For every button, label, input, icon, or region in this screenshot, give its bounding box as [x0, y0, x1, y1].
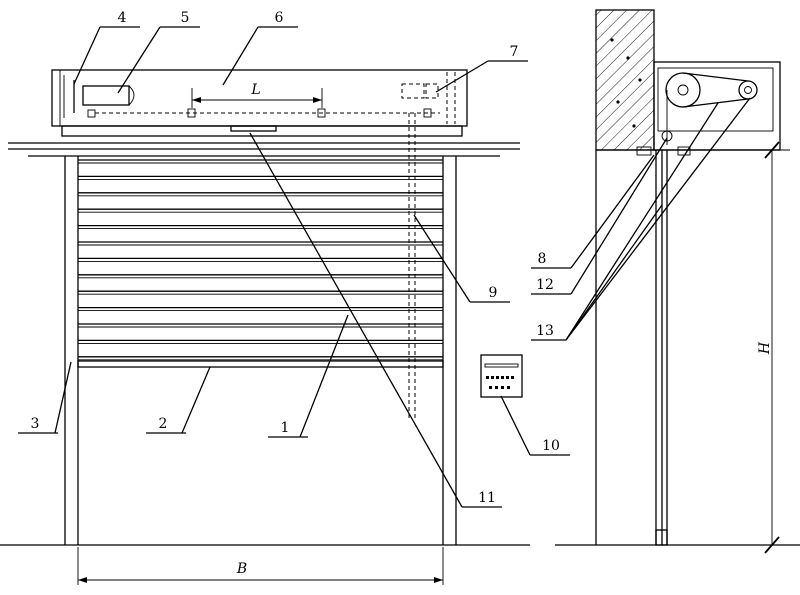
callout-11: 11 — [478, 490, 496, 506]
callout-6: 6 — [275, 10, 284, 26]
dimension-h: H — [692, 141, 790, 554]
callout-9: 9 — [489, 285, 498, 301]
callout-5: 5 — [181, 10, 190, 26]
dimension-b: B — [77, 547, 444, 585]
leader-lines — [18, 26, 751, 508]
drive-pulleys — [661, 72, 758, 145]
dim-l-label: L — [250, 82, 260, 98]
concrete-wall-hatch — [595, 9, 655, 151]
dim-h-label: H — [757, 341, 773, 355]
callout-labels: 3 2 1 4 5 6 7 8 9 10 11 12 13 — [31, 10, 560, 506]
chain — [408, 113, 416, 420]
curtain-slats — [77, 159, 444, 368]
callout-7: 7 — [510, 44, 519, 60]
dim-b-label: B — [236, 561, 247, 577]
callout-3: 3 — [31, 416, 40, 432]
callout-2: 2 — [159, 416, 168, 432]
control-box-icon — [480, 354, 523, 398]
dimension-l: L — [191, 82, 323, 108]
callout-13: 13 — [536, 323, 554, 339]
callout-4: 4 — [118, 10, 127, 26]
callout-8: 8 — [538, 251, 547, 267]
callout-10: 10 — [542, 438, 560, 454]
header-box — [8, 69, 520, 157]
callout-1: 1 — [281, 420, 290, 436]
guide-rails — [64, 156, 457, 545]
side-rails — [655, 150, 668, 546]
callout-12: 12 — [536, 277, 554, 293]
bottom-bar — [77, 360, 444, 368]
side-view: H — [555, 9, 800, 554]
side-housing — [653, 61, 781, 151]
front-view: L B — [0, 69, 530, 585]
